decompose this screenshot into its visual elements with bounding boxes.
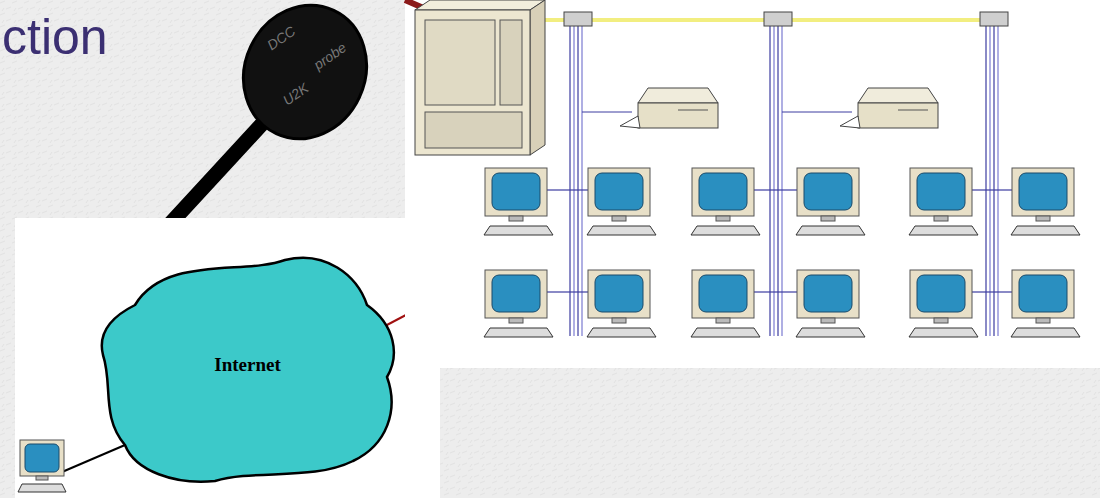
workstation [909, 270, 978, 337]
workstation [796, 168, 865, 235]
magnifying-glass [168, 0, 388, 226]
workstation [484, 270, 553, 337]
internet-panel [15, 218, 440, 498]
workstation [484, 168, 553, 235]
slide-title: ction [2, 8, 108, 66]
workstation [587, 270, 656, 337]
workstation [691, 270, 760, 337]
workstation [1011, 270, 1080, 337]
workstation [587, 168, 656, 235]
workstation [1011, 168, 1080, 235]
workstation [691, 168, 760, 235]
lan-panel [405, 0, 1100, 368]
workstation [796, 270, 865, 337]
printer [620, 88, 718, 128]
internet-cloud: Internet [95, 245, 400, 485]
node-label: Internet [214, 354, 280, 376]
workstation [909, 168, 978, 235]
printer [840, 88, 938, 128]
lan-workstations [484, 12, 1080, 337]
server-tower [415, 0, 545, 155]
client-computer [18, 440, 66, 492]
